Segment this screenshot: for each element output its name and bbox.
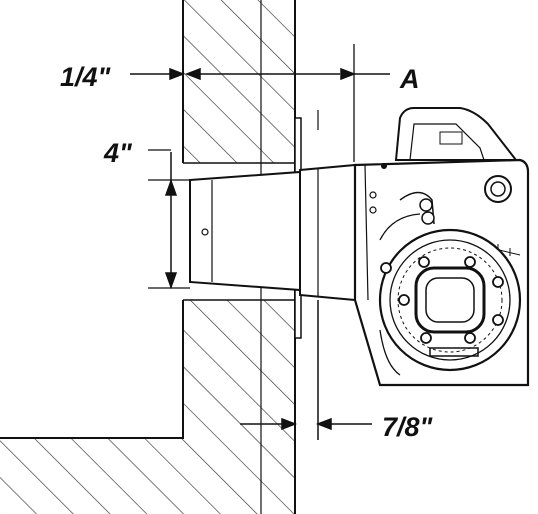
wall-gap-label: 1/4" <box>60 62 112 92</box>
ignitor-cover <box>394 107 519 161</box>
upper-wall-hatch <box>183 0 295 163</box>
dimension-lines <box>130 44 390 431</box>
air-tube <box>189 163 356 302</box>
lower-wall-hatch <box>0 300 295 514</box>
tube-diameter-label: 4" <box>103 138 133 168</box>
flange-offset-label: 7/8" <box>382 412 434 442</box>
blower-motor <box>378 228 522 376</box>
dimension-a-label: A <box>399 64 420 94</box>
